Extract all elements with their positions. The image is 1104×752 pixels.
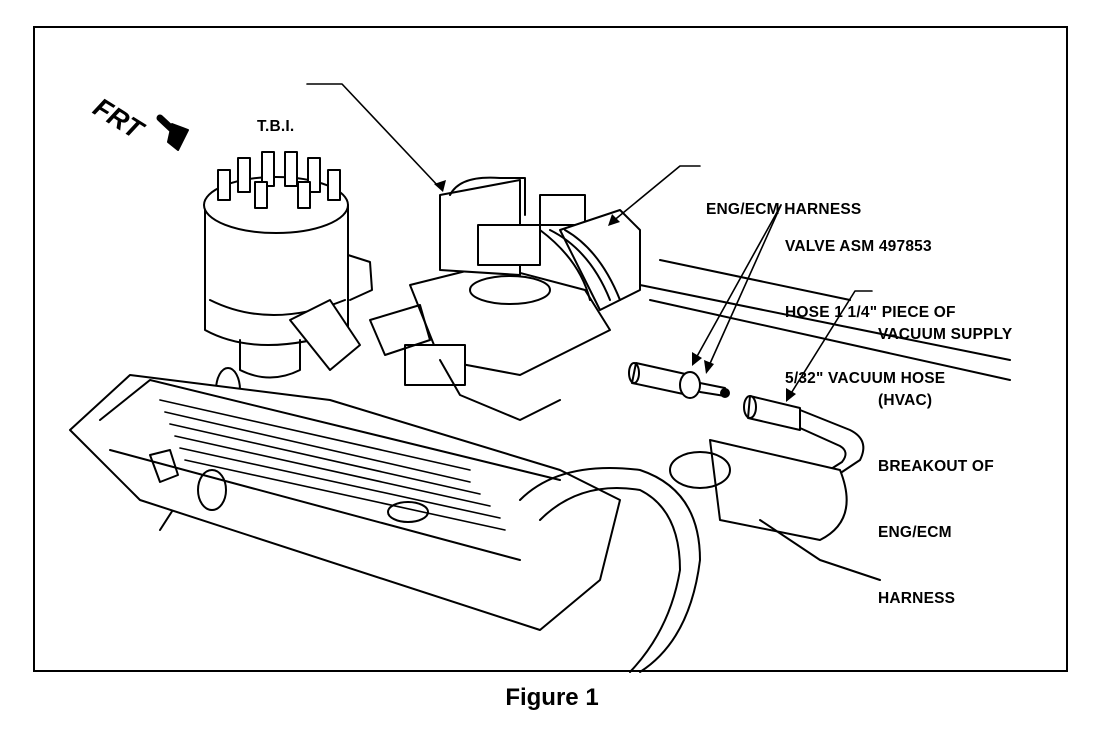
tbi-unit: [289, 176, 641, 421]
right-components: [519, 259, 1011, 673]
callout-line: BREAKOUT OF: [878, 458, 994, 475]
callout-vacuum-supply: VACUUM SUPPLY (HVAC) BREAKOUT OF ENG/ECM…: [878, 280, 1012, 632]
callout-tbi: T.B.I.: [257, 72, 294, 160]
callout-line: 5/32" VACUUM HOSE: [785, 370, 946, 387]
callout-line: T.B.I.: [257, 118, 295, 135]
callout-valve-asm: VALVE ASM 497853 HOSE 1 1/4" PIECE OF 5/…: [785, 192, 956, 412]
callout-line: VACUUM SUPPLY: [878, 326, 1013, 343]
callout-line: ENG/ECM HARNESS: [706, 201, 862, 218]
callout-line: VALVE ASM 497853: [785, 238, 932, 255]
figure-caption: Figure 1: [505, 684, 599, 711]
callout-line: HARNESS: [878, 590, 956, 607]
front-arrow-icon: [156, 114, 189, 151]
leader-lines: [306, 83, 873, 396]
valve-assembly: [628, 362, 730, 399]
vacuum-supply: [743, 395, 865, 481]
callout-line: (HVAC): [878, 392, 933, 409]
callout-line: ENG/ECM: [878, 524, 952, 541]
callout-eng-ecm-harness: ENG/ECM HARNESS: [706, 155, 861, 243]
valve-cover: [69, 374, 621, 631]
callout-line: HOSE 1 1/4" PIECE OF: [785, 304, 956, 321]
